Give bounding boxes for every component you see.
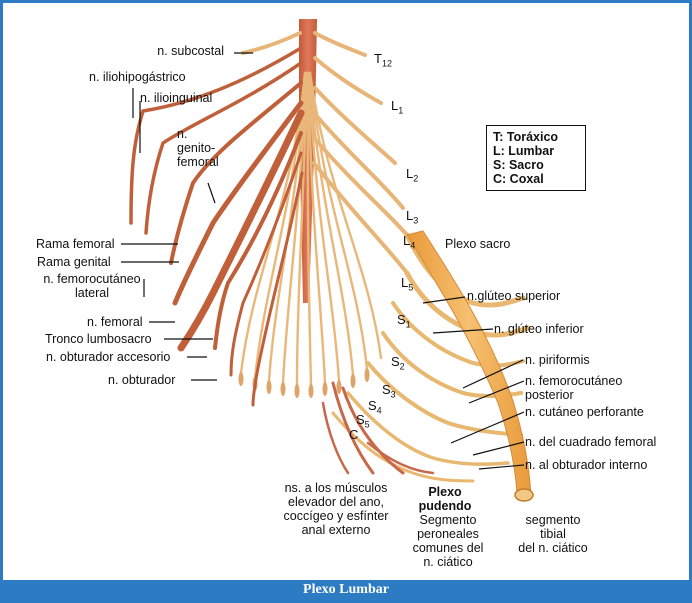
legend-item: T: Toráxico — [493, 130, 579, 144]
label-gluteo-superior: n.glúteo superior — [467, 289, 560, 303]
level-t12: T12 — [374, 51, 392, 69]
label-gluteo-inferior: n. glúteo inferior — [494, 322, 584, 336]
label-obturador-interno: n. al obturador interno — [525, 458, 647, 472]
label-subcostal: n. subcostal — [157, 44, 224, 58]
label-femorocutaneo-posterior: n. femorocutáneo posterior — [525, 374, 622, 402]
label-segmento-tibial: segmento tibial del n. ciático — [503, 513, 603, 555]
level-s1: S1 — [397, 312, 411, 330]
level-l2: L2 — [406, 166, 418, 184]
label-rama-genital: Rama genital — [37, 255, 111, 269]
level-s3: S3 — [382, 382, 396, 400]
label-genitofemoral: n. genito- femoral — [177, 127, 219, 169]
pudendal-branches — [323, 383, 433, 473]
label-piriformis: n. piriformis — [525, 353, 590, 367]
right-root-stubs — [314, 33, 407, 273]
level-s2: S2 — [391, 354, 405, 372]
level-l4: L4 — [403, 233, 415, 251]
level-l3: L3 — [406, 208, 418, 226]
legend-item: C: Coxal — [493, 172, 579, 186]
legend-box: T: Toráxico L: Lumbar S: Sacro C: Coxal — [486, 125, 586, 191]
diagram-area: n. subcostal n. iliohipogástrico n. ilio… — [3, 3, 689, 580]
label-femorocutaneo-lateral: n. femorocutáneo lateral — [31, 272, 153, 300]
level-c: C — [349, 427, 358, 442]
label-femoral: n. femoral — [87, 315, 143, 329]
label-segmento-peroneales: Segmento peroneales comunes del n. ciáti… — [407, 513, 489, 569]
figure-caption: Plexo Lumbar — [3, 580, 689, 600]
label-rama-femoral: Rama femoral — [36, 237, 115, 251]
label-cuadrado-femoral: n. del cuadrado femoral — [525, 435, 656, 449]
left-root-stubs — [243, 33, 300, 53]
label-plexo-pudendo: Plexo pudendo — [411, 485, 479, 513]
level-s4: S4 — [368, 398, 382, 416]
sciatic-nerve-cut — [515, 489, 533, 501]
level-l5: L5 — [401, 275, 413, 293]
legend-item: L: Lumbar — [493, 144, 579, 158]
legend-item: S: Sacro — [493, 158, 579, 172]
label-plexo-sacro: Plexo sacro — [445, 237, 510, 251]
level-l1: L1 — [391, 98, 403, 116]
label-musculos: ns. a los músculos elevador del ano, coc… — [271, 481, 401, 537]
label-cutaneo-perforante: n. cutáneo perforante — [525, 405, 644, 419]
label-iliohipogastrico: n. iliohipogástrico — [89, 70, 186, 84]
label-obturador: n. obturador — [108, 373, 175, 387]
label-tronco-lumbosacro: Tronco lumbosacro — [45, 332, 152, 346]
label-ilioinguinal: n. ilioinguinal — [140, 91, 212, 105]
label-obturador-accesorio: n. obturador accesorio — [46, 350, 170, 364]
